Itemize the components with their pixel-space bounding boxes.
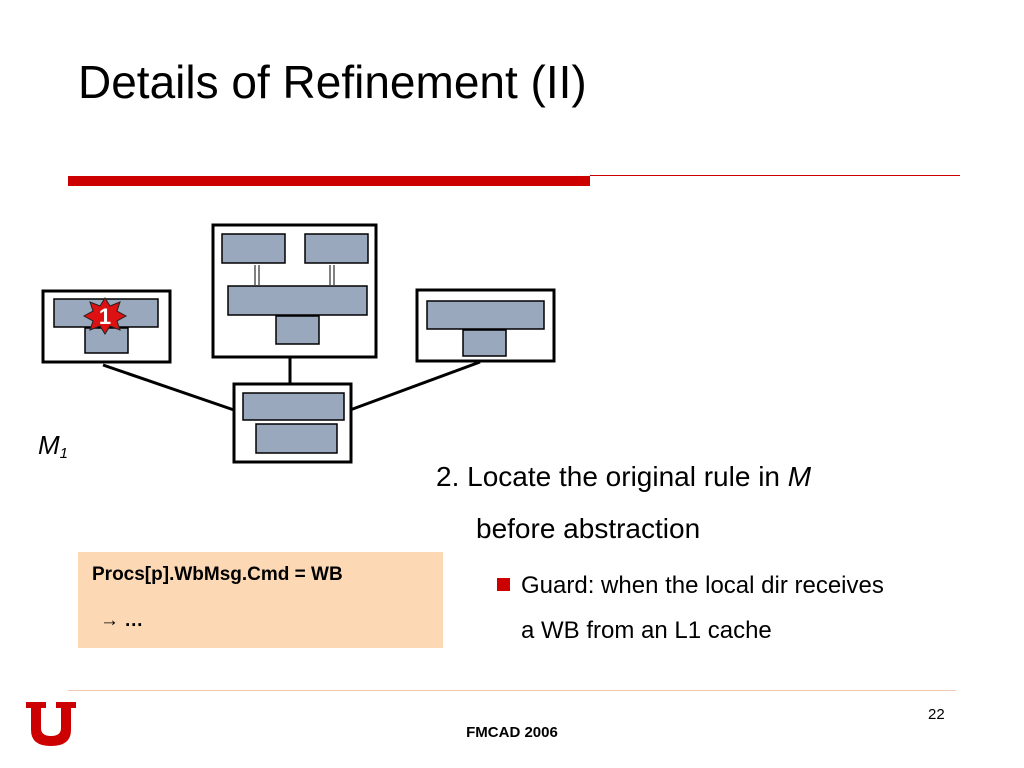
model-subscript: 1 bbox=[59, 445, 69, 462]
connector-left bbox=[102, 363, 235, 412]
node-top-block-right bbox=[304, 233, 369, 264]
node-top-block-wide bbox=[227, 285, 368, 316]
model-label: M1 bbox=[38, 430, 68, 469]
footer-divider bbox=[68, 690, 956, 691]
node-right-block-stem bbox=[462, 329, 507, 357]
university-logo bbox=[26, 702, 76, 746]
node-top-block-left bbox=[221, 233, 286, 264]
rule-action-text: → … bbox=[100, 610, 144, 631]
slide-title: Details of Refinement (II) bbox=[78, 56, 587, 108]
step-text-line2: before abstraction bbox=[476, 513, 701, 544]
node-right-block-wide bbox=[426, 300, 545, 330]
marker-number: 1 bbox=[99, 304, 111, 329]
footer-label: FMCAD 2006 bbox=[466, 724, 558, 741]
u-logo-icon bbox=[26, 702, 76, 746]
node-bottom-block-top bbox=[242, 392, 345, 421]
node-bottom-block-bottom bbox=[255, 423, 338, 454]
bullet-square-icon bbox=[497, 578, 510, 591]
rule-box: Procs[p].WbMsg.Cmd = WB → … bbox=[78, 552, 443, 648]
node-bottom bbox=[232, 382, 353, 464]
marker-burst: 1 bbox=[82, 297, 128, 335]
rule-guard-text: Procs[p].WbMsg.Cmd = WB bbox=[92, 564, 343, 585]
burst-icon bbox=[82, 297, 128, 335]
step-text: 2. Locate the original rule in bbox=[436, 461, 788, 492]
diagram-connectors bbox=[102, 358, 481, 412]
bullet-text-line2: a WB from an L1 cache bbox=[521, 617, 772, 644]
node-right bbox=[415, 288, 556, 363]
title-underline-thick bbox=[68, 176, 590, 186]
node-left: 1 bbox=[41, 289, 172, 364]
step-text-line1: 2. Locate the original rule in M bbox=[436, 458, 811, 496]
model-letter: M bbox=[38, 430, 60, 460]
step-model-name: M bbox=[787, 461, 812, 492]
node-top-block-stem bbox=[275, 315, 320, 345]
bullet-text-line1: Guard: when the local dir receives bbox=[521, 572, 884, 599]
connector-right bbox=[349, 360, 481, 412]
node-top-ports bbox=[254, 265, 335, 285]
node-top bbox=[211, 223, 378, 359]
page-number: 22 bbox=[928, 706, 945, 723]
title-underline-thin bbox=[590, 175, 960, 176]
